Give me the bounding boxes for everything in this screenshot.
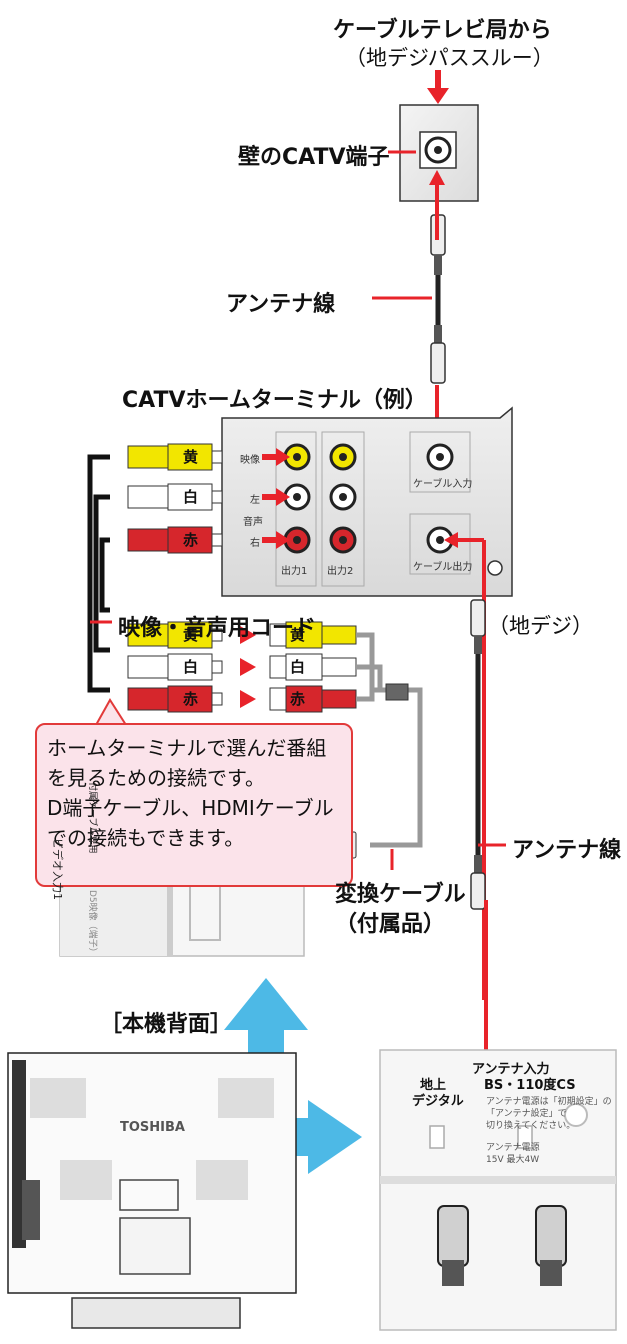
dedicated-cable-label: 付属ケーブル専用 [87, 782, 100, 853]
terminal-video-label: 映像 [240, 451, 260, 466]
antenna-cable-1 [431, 215, 445, 383]
tv-brand: TOSHIBA [120, 1120, 185, 1135]
callout-pointer [96, 700, 126, 725]
wall-catv-label: 壁のCATV端子 [238, 139, 390, 171]
home-terminal-label: CATVホームターミナル（例） [122, 382, 427, 414]
video-input-label: ビデオ入力1 [50, 838, 66, 900]
plug-tag-white-top: 白 [183, 486, 198, 507]
passthrough-label: （地デジパススルー） [345, 42, 554, 72]
d-video-label: D5映像（端子） [87, 890, 100, 957]
plug-tag-yellow-top: 黄 [183, 446, 198, 467]
terminal-cable-out-label: ケーブル出力 [413, 558, 472, 573]
terminal-left-label: 左 [250, 491, 260, 506]
plug-tag-red-top: 赤 [183, 529, 198, 550]
conversion-junction [386, 684, 408, 700]
terminal-audio-label: 音声 [243, 513, 263, 528]
terminal-cable-in-label: ケーブル入力 [413, 475, 472, 490]
av-plugs-top [128, 444, 222, 553]
conversion-cable [356, 635, 420, 845]
antenna-note-3: 切り換えてください。 [486, 1118, 575, 1131]
receptacle-tag-white: 白 [290, 656, 305, 677]
connection-callout: ホームターミナルで選んだ番組 を見るための接続です。 D端子ケーブル、HDMIケ… [35, 723, 353, 887]
antenna-bs-label: BS・110度CS [484, 1074, 576, 1093]
plug-tag-white-bottom: 白 [183, 656, 198, 677]
antenna-line-label-1: アンテナ線 [226, 286, 335, 318]
terminal-out1-label: 出力1 [281, 562, 307, 577]
station-arrow [427, 70, 449, 104]
antenna-line-label-2: アンテナ線 [512, 832, 621, 864]
receptacle-tag-red: 赤 [290, 688, 305, 709]
antenna-note-5: 15V 最大4W [486, 1152, 539, 1165]
av-cord [90, 457, 110, 690]
cable-station-label: ケーブルテレビ局から [333, 12, 552, 44]
chideji-label: （地デジ） [488, 610, 593, 640]
terminal-right-label: 右 [250, 534, 260, 549]
rear-label: ［本機背面］ [100, 1006, 232, 1038]
conversion-cable-label-1: 変換ケーブル [335, 876, 466, 908]
terminal-out2-label: 出力2 [327, 562, 353, 577]
av-cord-label: 映像・音声用コード [118, 610, 316, 642]
conversion-cable-label-2: （付属品） [335, 906, 445, 938]
antenna-cable-2 [444, 532, 485, 1000]
callout-line-1: ホームターミナルで選んだ番組 [47, 733, 341, 763]
plug-tag-red-bottom: 赤 [183, 688, 198, 709]
tv-rear [8, 1053, 296, 1328]
antenna-terrestrial-label-2: デジタル [412, 1090, 464, 1109]
